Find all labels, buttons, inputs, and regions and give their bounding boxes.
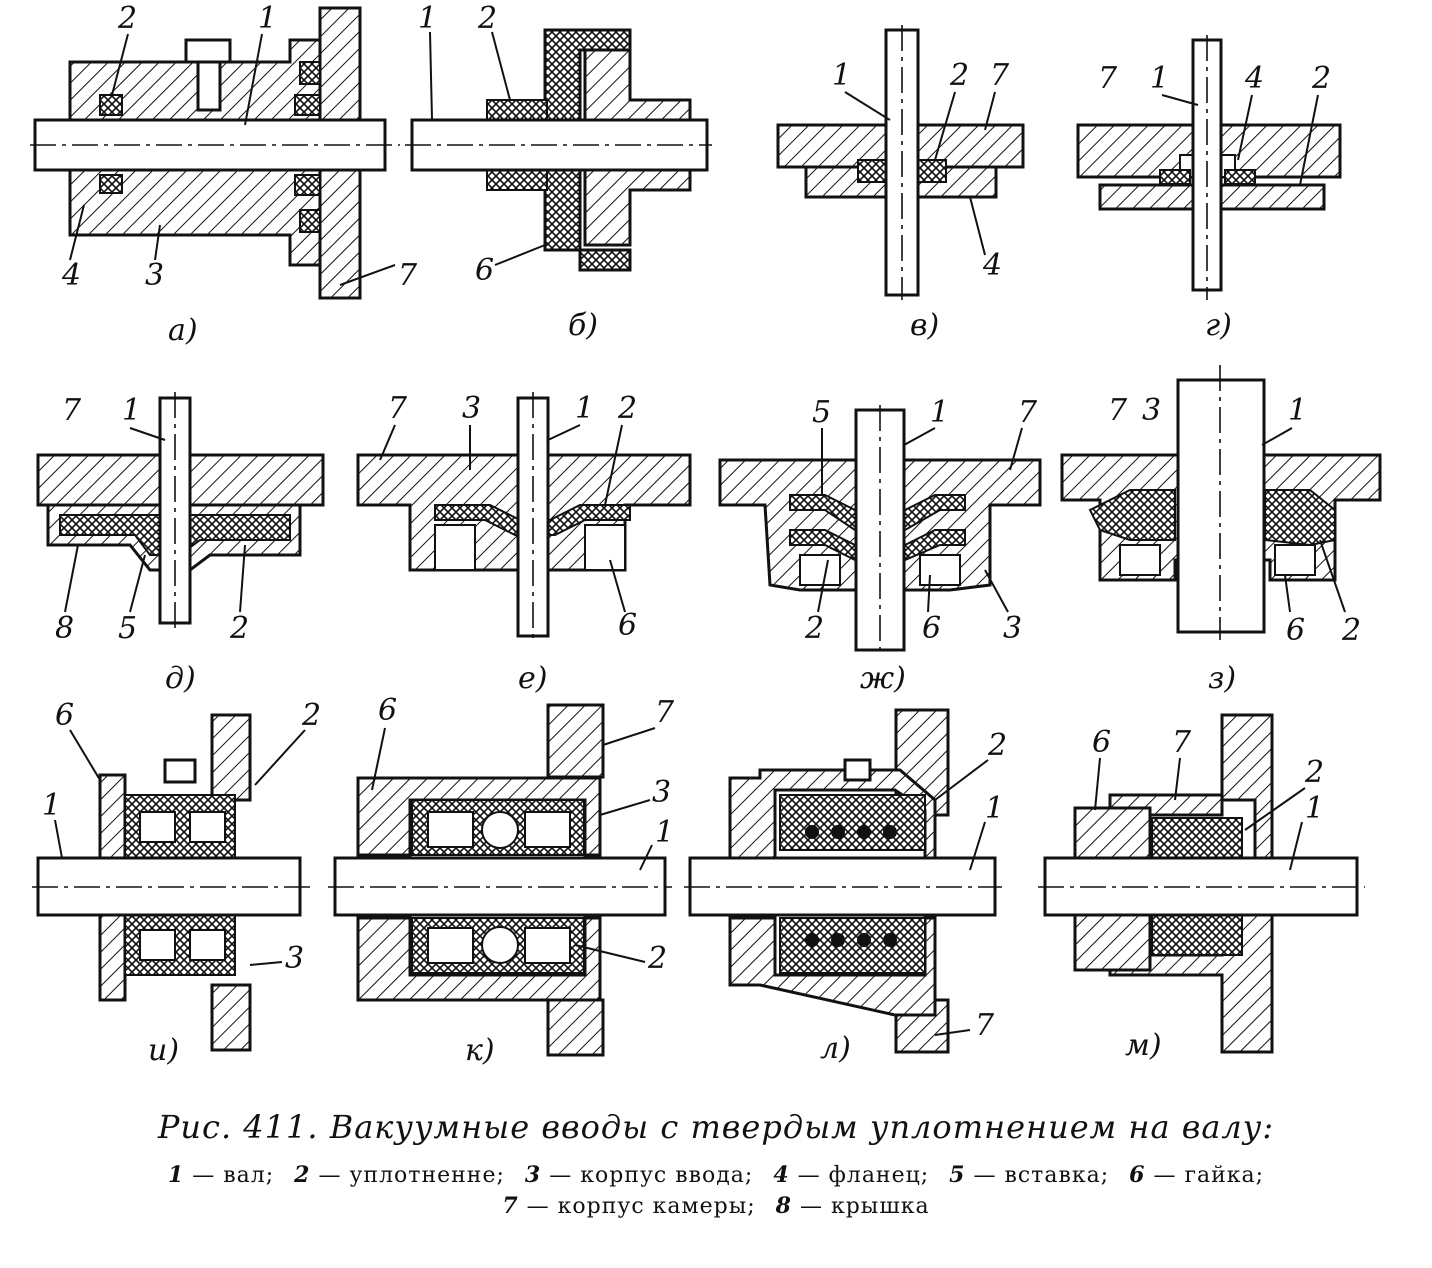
legend-item: 3 — корпус ввода; — [524, 1162, 754, 1188]
legend-item: 8 — крышка — [775, 1193, 930, 1219]
callout-k-2: 7 — [655, 695, 675, 730]
callout-v-1: 1 — [832, 58, 851, 93]
callout-d-2: 1 — [122, 393, 141, 428]
callout-z-2: 3 — [1142, 393, 1161, 428]
callout-l-2: 1 — [985, 791, 1004, 826]
legend-item: 5 — вставка; — [949, 1162, 1110, 1188]
panel-i: 6 2 1 3 и) — [32, 698, 321, 1068]
callout-b-2: 2 — [477, 1, 497, 36]
callout-i-1: 6 — [55, 698, 74, 733]
panel-z: 7 3 1 6 2 з) — [1060, 365, 1382, 696]
callout-zh-1: 5 — [812, 395, 831, 430]
legend-item: 6 — гайка; — [1129, 1162, 1265, 1188]
callout-d-5: 2 — [229, 611, 249, 646]
panel-label-a: а) — [168, 313, 198, 348]
panel-e: 7 3 1 2 6 е) — [356, 391, 692, 696]
panel-label-zh: ж) — [860, 661, 906, 696]
panel-label-m: м) — [1125, 1028, 1162, 1063]
callout-zh-6: 3 — [1003, 611, 1022, 646]
callout-a-3: 4 — [61, 258, 81, 293]
callout-e-3: 1 — [575, 391, 594, 426]
callout-b-3: 6 — [475, 253, 494, 288]
callout-zh-4: 2 — [804, 611, 824, 646]
callout-g-2: 1 — [1150, 61, 1169, 96]
callout-l-3: 7 — [975, 1008, 995, 1043]
legend-line-2: 7 — корпус камеры; 8 — крышка — [0, 1191, 1432, 1222]
panel-g: 7 1 4 2 г) — [1076, 35, 1342, 343]
panel-label-d: д) — [165, 661, 196, 696]
callout-i-2: 2 — [301, 698, 321, 733]
callout-i-4: 3 — [285, 941, 304, 976]
callout-d-1: 7 — [62, 393, 82, 428]
panel-label-z: з) — [1208, 661, 1236, 696]
callout-g-1: 7 — [1098, 61, 1118, 96]
callout-d-4: 5 — [118, 611, 137, 646]
panel-d: 7 1 8 5 2 д) — [36, 392, 325, 696]
panel-l: 2 1 7 л) — [684, 708, 1007, 1066]
callout-g-3: 4 — [1244, 61, 1264, 96]
legend-line-1: 1 — вал; 2 — уплотненне; 3 — корпус ввод… — [0, 1160, 1432, 1191]
figure-caption-block: Рис. 411. Вакуумные вводы с твердым упло… — [0, 1108, 1432, 1222]
panel-label-k: к) — [465, 1033, 495, 1068]
panel-k: 6 7 3 1 2 к) — [328, 693, 675, 1068]
legend-item: 4 — фланец; — [773, 1162, 930, 1188]
figure-caption: Рис. 411. Вакуумные вводы с твердым упло… — [157, 1108, 1275, 1146]
legend-item: 1 — вал; — [167, 1162, 275, 1188]
callout-m-1: 6 — [1092, 725, 1111, 760]
callout-b-1: 1 — [418, 1, 437, 36]
callout-a-2: 1 — [258, 1, 277, 36]
callout-v-3: 7 — [990, 58, 1010, 93]
panel-label-g: г) — [1205, 308, 1232, 343]
panel-a: 2 1 4 3 7 а) — [30, 1, 418, 348]
callout-k-5: 2 — [647, 941, 667, 976]
callout-m-3: 2 — [1304, 755, 1324, 790]
callout-k-1: 6 — [378, 693, 397, 728]
callout-zh-5: 6 — [922, 611, 941, 646]
panel-m: 6 7 2 1 м) — [1038, 713, 1365, 1063]
panel-label-e: е) — [518, 661, 547, 696]
callout-v-4: 4 — [982, 248, 1002, 283]
legend-item: 7 — корпус камеры; — [502, 1193, 756, 1219]
callout-k-4: 1 — [655, 815, 674, 850]
callout-z-4: 6 — [1286, 613, 1305, 648]
callout-a-1: 2 — [117, 1, 137, 36]
callout-v-2: 2 — [949, 58, 969, 93]
callout-k-3: 3 — [652, 775, 671, 810]
figure-legend: 1 — вал; 2 — уплотненне; 3 — корпус ввод… — [0, 1160, 1432, 1222]
callout-m-4: 1 — [1305, 791, 1324, 826]
panel-label-b: б) — [568, 308, 598, 343]
callout-e-4: 2 — [617, 391, 637, 426]
callout-g-4: 2 — [1311, 61, 1331, 96]
callout-d-3: 8 — [55, 611, 74, 646]
panel-label-l: л) — [820, 1031, 851, 1066]
callout-e-1: 7 — [388, 391, 408, 426]
callout-a-4: 3 — [145, 258, 164, 293]
callout-e-5: 6 — [618, 608, 637, 643]
callout-e-2: 3 — [462, 391, 481, 426]
callout-z-1: 7 — [1108, 393, 1128, 428]
panel-label-v: в) — [910, 308, 939, 343]
callout-i-3: 1 — [42, 788, 61, 823]
callout-z-3: 1 — [1288, 393, 1307, 428]
technical-drawing: 2 1 4 3 7 а) 1 2 6 б) 1 2 7 4 в) — [30, 1, 1382, 1068]
panel-v: 1 2 7 4 в) — [776, 25, 1025, 343]
panel-zh: 5 1 7 2 6 3 ж) — [718, 395, 1042, 696]
callout-l-1: 2 — [987, 728, 1007, 763]
legend-item: 2 — уплотненне; — [294, 1162, 505, 1188]
panel-label-i: и) — [148, 1033, 179, 1068]
callout-zh-2: 1 — [930, 395, 949, 430]
callout-m-2: 7 — [1172, 725, 1192, 760]
callout-a-5: 7 — [398, 258, 418, 293]
panel-b: 1 2 6 б) — [405, 1, 712, 343]
callout-zh-3: 7 — [1018, 395, 1038, 430]
callout-z-5: 2 — [1341, 613, 1361, 648]
